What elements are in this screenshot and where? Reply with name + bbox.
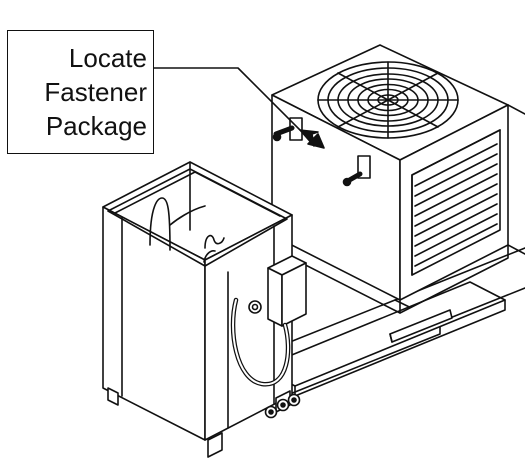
line-fittings — [264, 393, 301, 419]
service-valve-upper — [272, 117, 303, 142]
pressure-knob — [248, 300, 262, 314]
evaporator-cabinet — [102, 161, 293, 458]
electrical-box — [267, 255, 307, 327]
service-valve-lower — [342, 155, 371, 187]
callout-line-1: Locate — [68, 43, 147, 73]
callout-line-2: Fastener — [44, 77, 147, 107]
flex-line — [230, 297, 291, 387]
fan-guard — [317, 61, 459, 139]
callout-label-box: Locate Fastener Package — [7, 30, 154, 154]
louver-grille — [411, 129, 501, 276]
leader-arrowhead — [307, 133, 325, 149]
callout-line-3: Package — [45, 111, 147, 141]
